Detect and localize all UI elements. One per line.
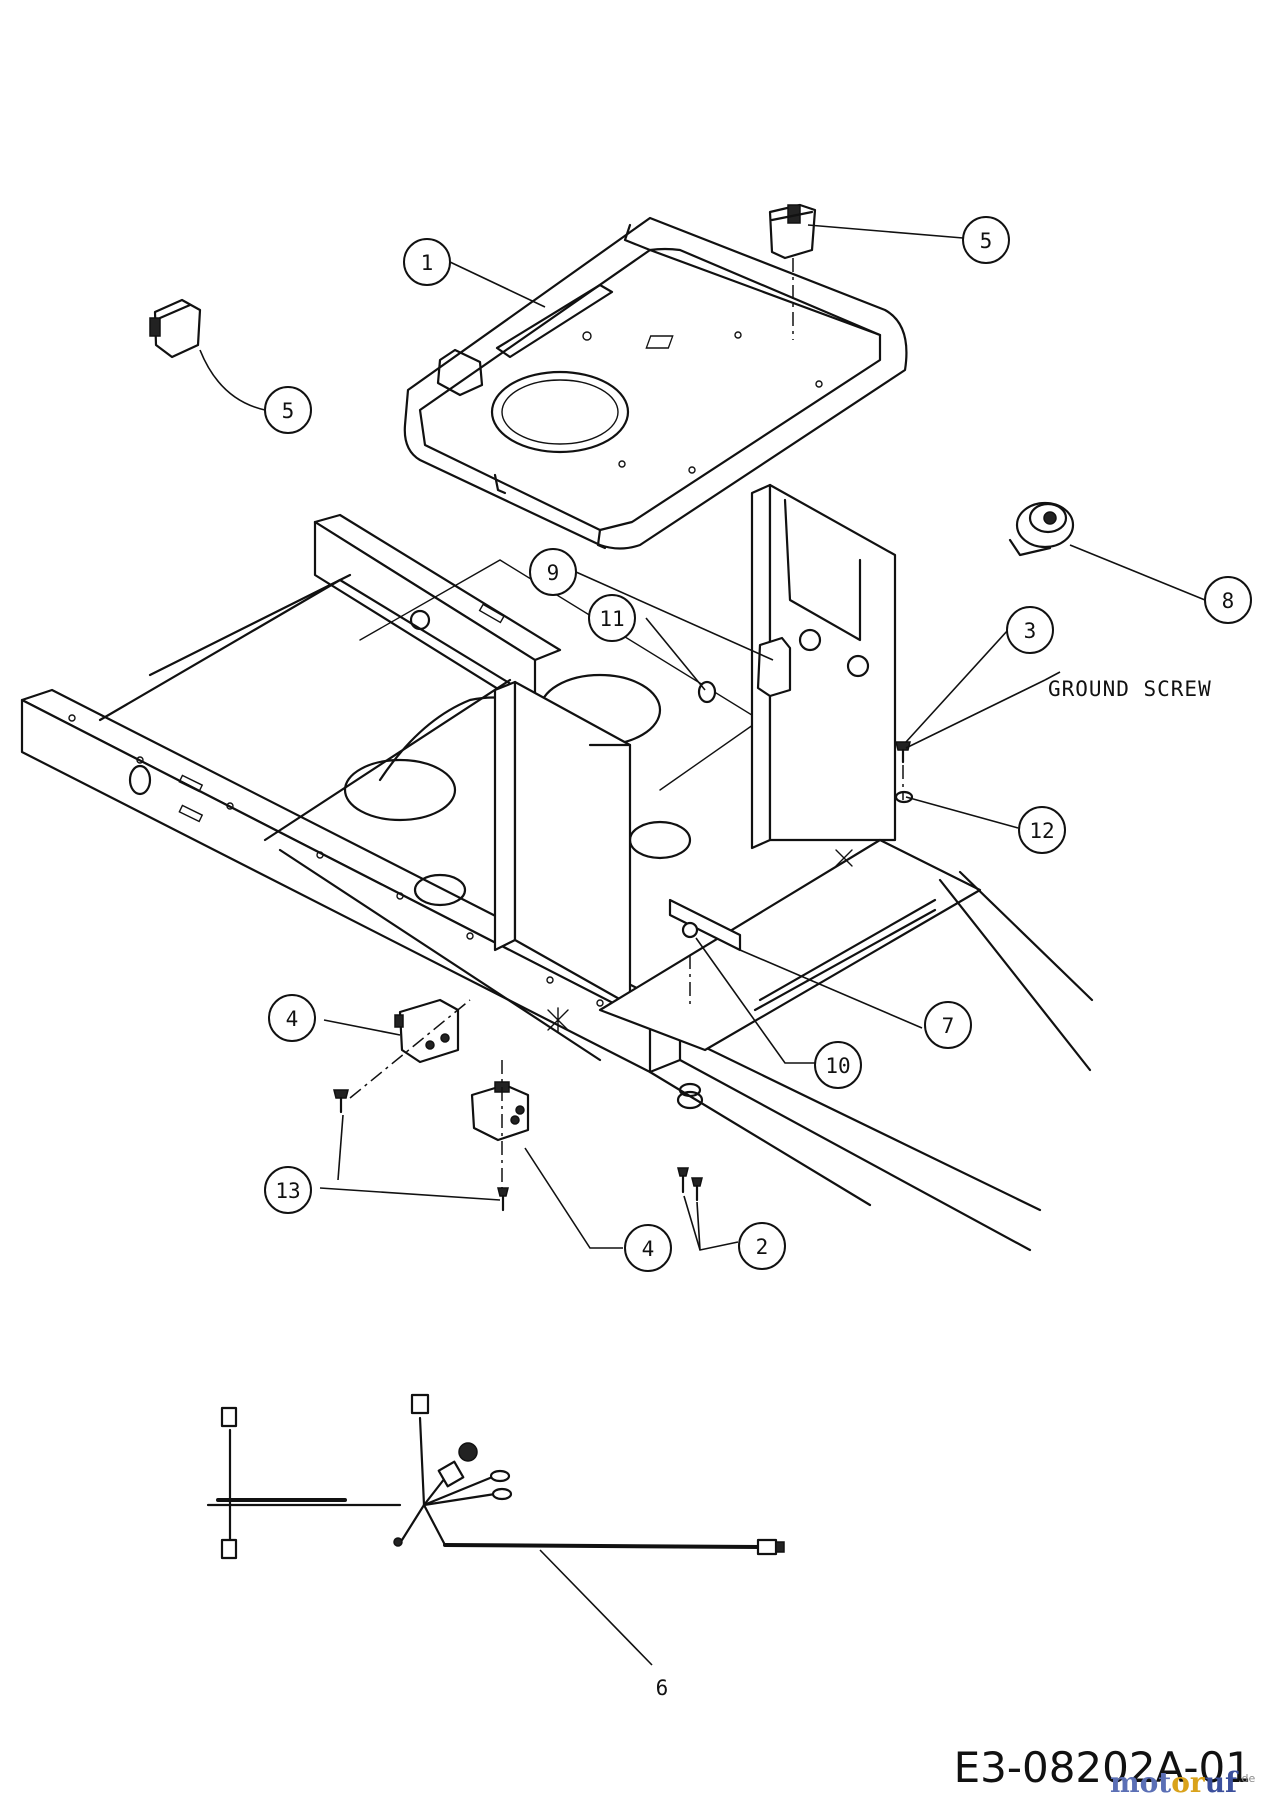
assembly-lines — [349, 258, 904, 1188]
ground-screw-annotation: GROUND SCREW — [1048, 677, 1212, 701]
callout-label: 5 — [282, 399, 295, 423]
callout-label: 1 — [421, 251, 434, 275]
callout-8: 8 — [1204, 576, 1252, 624]
svg-text:.de: .de — [1238, 1772, 1255, 1785]
part-10-fastener — [681, 921, 699, 939]
part-3-ground-screw — [895, 741, 911, 764]
svg-text:motoruf: motoruf — [1110, 1766, 1239, 1799]
part-4-switch-lower — [470, 1081, 530, 1142]
part-5-switch-right — [768, 203, 817, 260]
harness-label: 6 — [656, 1676, 669, 1700]
callout-label: 10 — [825, 1054, 850, 1078]
diagram-code: E3-08202A-01 — [954, 1743, 1252, 1792]
callout-7: 7 — [924, 1001, 972, 1049]
callout-label: 9 — [547, 561, 560, 585]
callout-3: 3 — [1006, 606, 1054, 654]
callout-12: 12 — [1018, 806, 1066, 854]
leader-lines — [199, 224, 1206, 1666]
callout-9: 9 — [529, 548, 577, 596]
callout-label: 8 — [1222, 589, 1235, 613]
callout-label: 7 — [942, 1014, 955, 1038]
callout-2: 2 — [738, 1222, 786, 1270]
part-1-seat-plate — [403, 216, 908, 550]
part-8-key-switch — [1008, 501, 1075, 557]
part-4-switch-upper — [394, 998, 460, 1064]
part-12-washer — [894, 790, 914, 804]
part-5-switch-left — [149, 298, 202, 359]
callout-1: 1 — [403, 238, 451, 286]
part-13-screws — [333, 1089, 509, 1212]
callout-4-upper: 4 — [268, 994, 316, 1042]
callout-label: 5 — [980, 229, 993, 253]
callout-4-lower: 4 — [624, 1224, 672, 1272]
frame-assembly — [20, 483, 1094, 1252]
callout-label: 3 — [1024, 619, 1037, 643]
callout-11: 11 — [588, 594, 636, 642]
callout-label: 13 — [275, 1179, 300, 1203]
callout-label: 4 — [642, 1237, 655, 1261]
part-9-clip — [756, 636, 792, 698]
part-6-wiring-harness — [206, 1393, 785, 1560]
callout-label: 11 — [599, 607, 624, 631]
callout-5-left: 5 — [264, 386, 312, 434]
callout-13: 13 — [264, 1166, 312, 1214]
watermark-logo: motoruf .de — [1110, 1766, 1255, 1799]
callout-5-right: 5 — [962, 216, 1010, 264]
callout-label: 12 — [1029, 819, 1054, 843]
callout-label: 4 — [286, 1007, 299, 1031]
callout-10: 10 — [814, 1041, 862, 1089]
callout-label: 2 — [756, 1235, 769, 1259]
part-2-screws — [677, 1167, 703, 1202]
